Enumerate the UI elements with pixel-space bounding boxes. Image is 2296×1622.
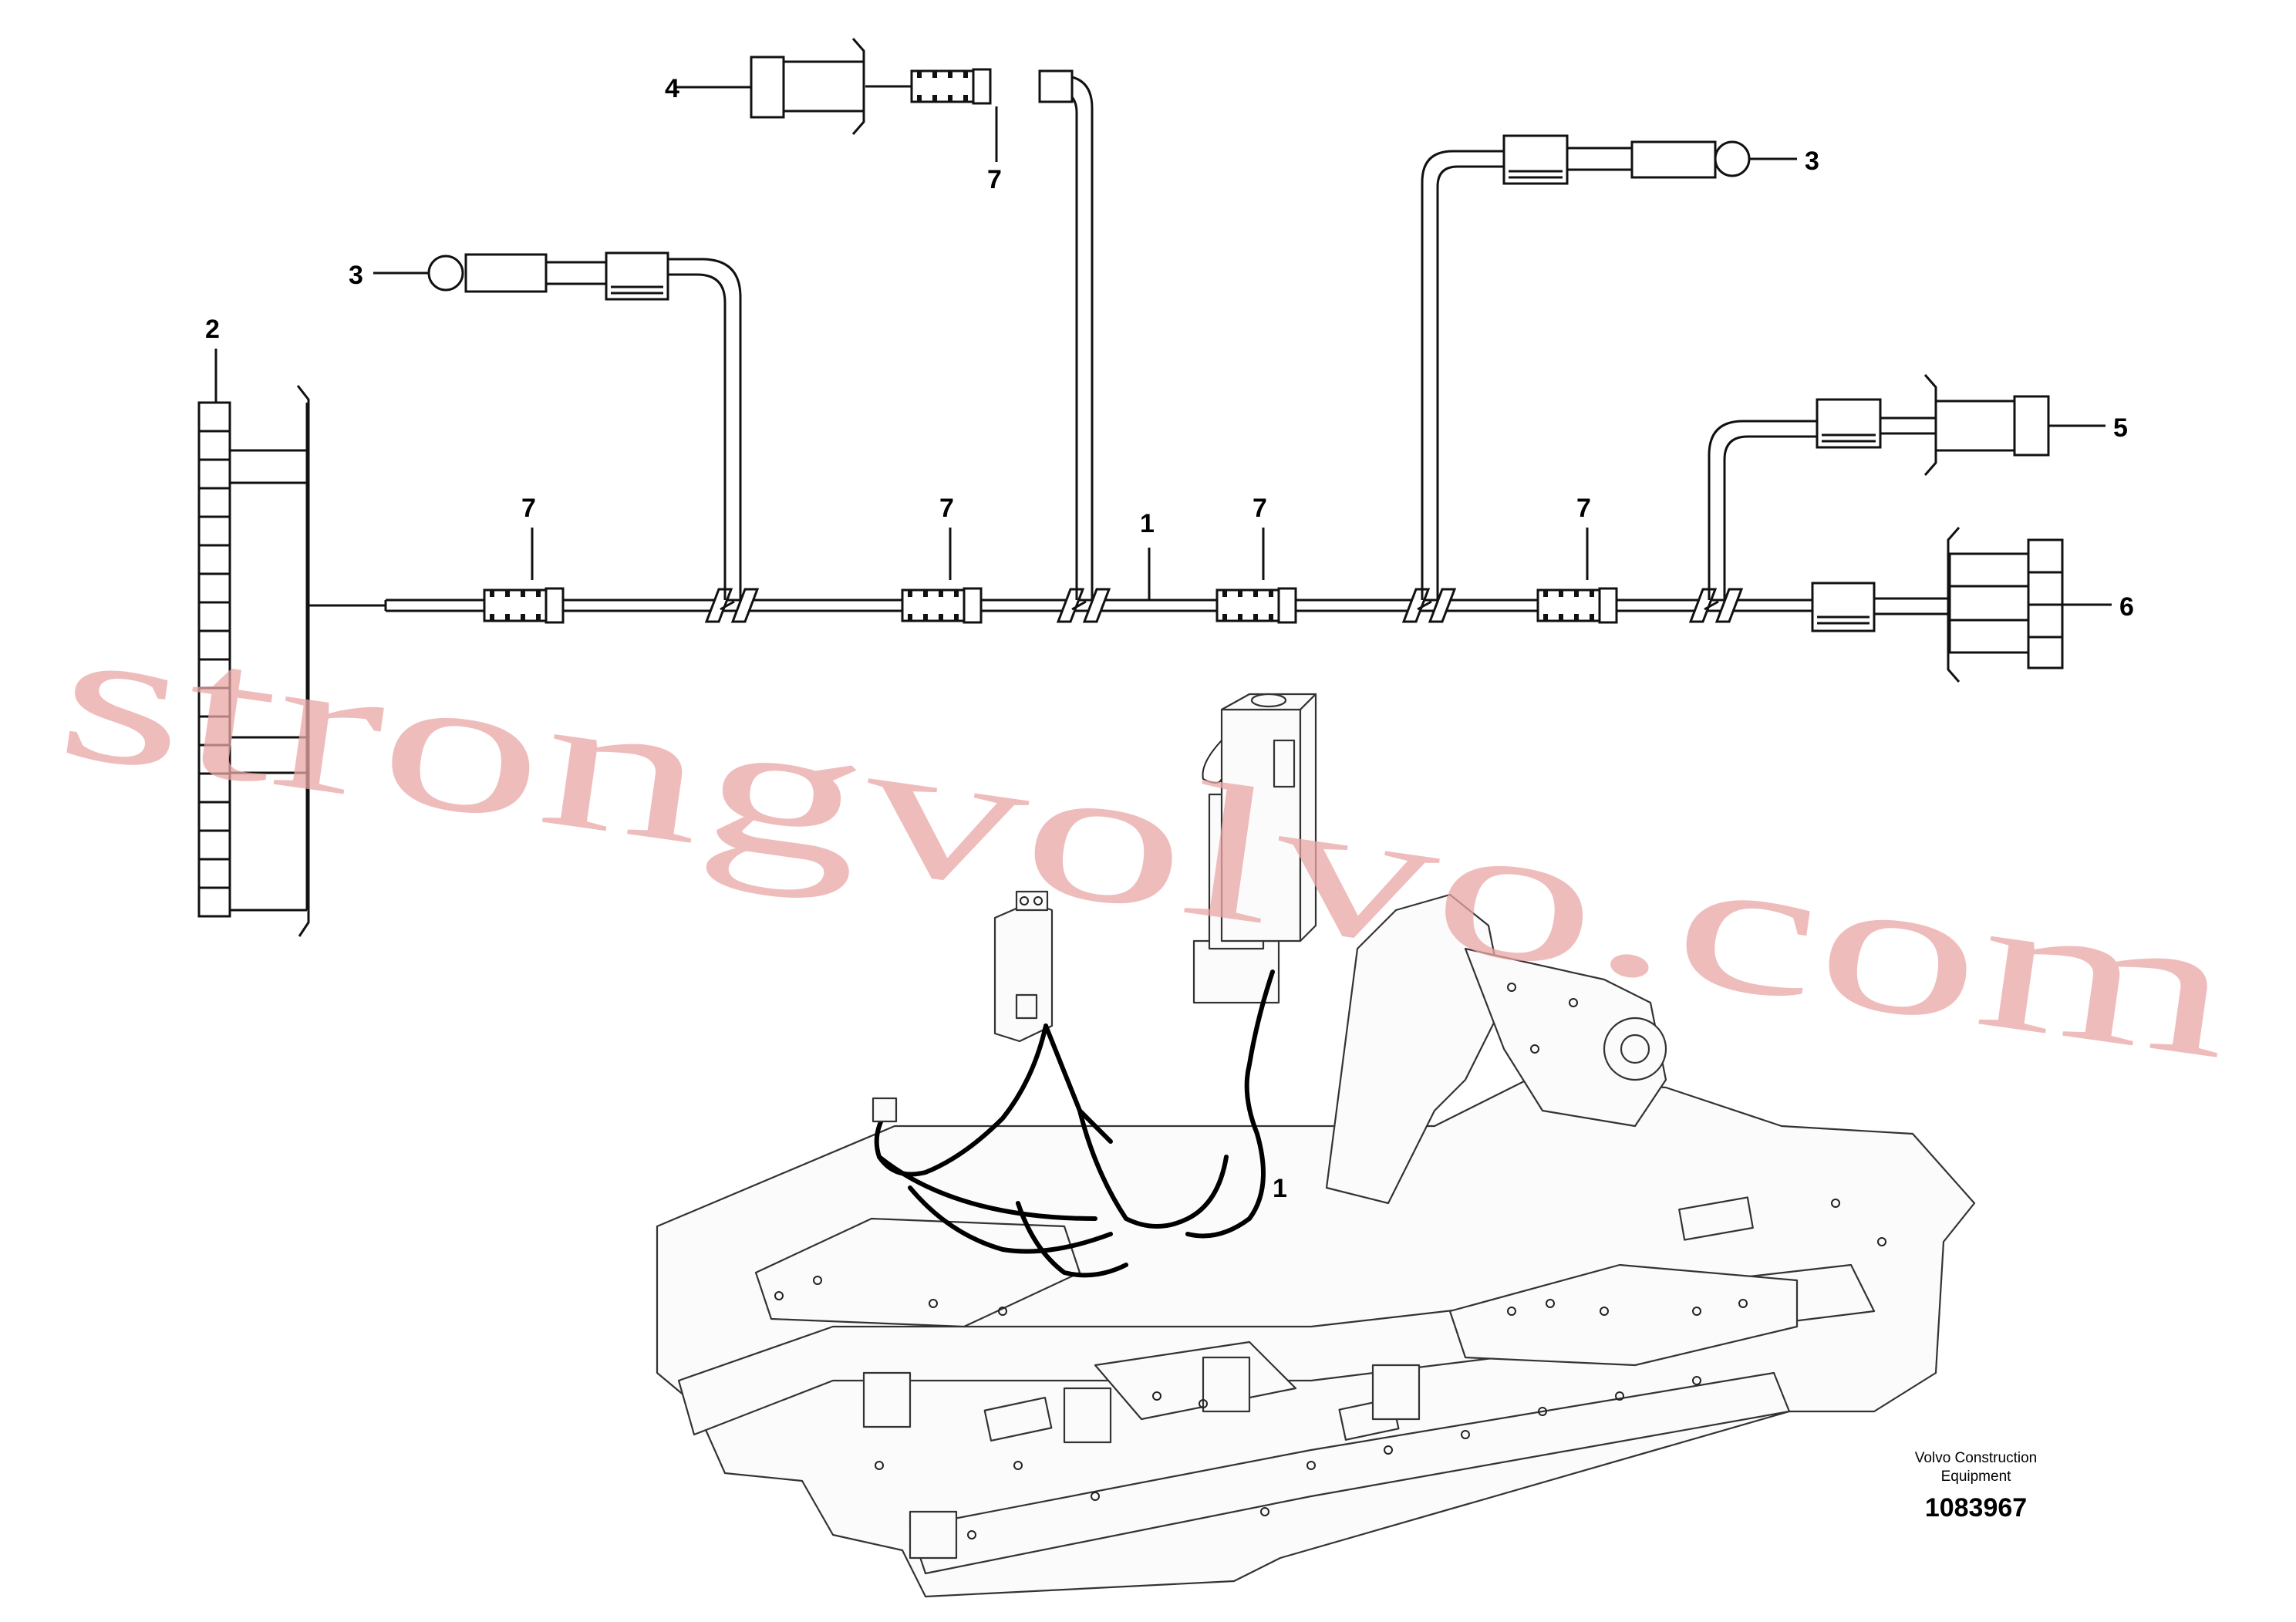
sensor-tower [1192,693,1317,1004]
callout-1-frame: 1 [1273,1174,1287,1203]
callout-7-a: 7 [521,494,536,523]
grommet [483,587,565,624]
branch-connector-3-right [1421,134,1797,600]
callout-3-right: 3 [1805,147,1819,176]
callout-3-left: 3 [349,261,363,290]
split-sleeve [1056,588,1111,623]
callout-6: 6 [2119,592,2134,622]
callout-7-d: 7 [1576,494,1591,523]
split-sleeve [704,588,760,623]
callout-4: 4 [665,74,679,103]
branch-connector-4 [676,38,1094,600]
watermark: strongvolvo.com [47,584,2246,1101]
callout-1-harness: 1 [1140,509,1155,538]
harness-schematic [197,38,2112,1188]
split-sleeve [1401,588,1457,623]
split-sleeve [1688,588,1744,623]
control-box [993,890,1054,1043]
caption-block: Volvo Construction Equipment 1083967 [1915,1450,2037,1523]
branch-connector-3-left [373,251,742,600]
callout-7-top: 7 [987,165,1002,194]
branch-splits [704,588,1744,623]
callout-7-c: 7 [1253,494,1267,523]
connector-2 [197,385,386,937]
callout-7-b: 7 [939,494,954,523]
connector-6 [1811,527,2112,683]
grommet [1536,587,1618,624]
manufacturer-name-line2: Equipment [1941,1469,2012,1485]
undercarriage-frame-view [656,693,1976,1598]
grommet [1215,587,1297,624]
manufacturer-name: Volvo Construction [1915,1450,2037,1466]
grommet [901,587,983,624]
callout-5: 5 [2113,413,2128,443]
frame-wiring [872,969,1275,1278]
callout-labels: 2 3 4 7 3 5 6 7 7 7 7 1 1 [205,74,2134,1203]
branch-connector-5 [1708,374,2106,600]
part-number: 1083967 [1925,1493,2027,1523]
grommets [483,587,1618,624]
callout-2: 2 [205,315,220,344]
